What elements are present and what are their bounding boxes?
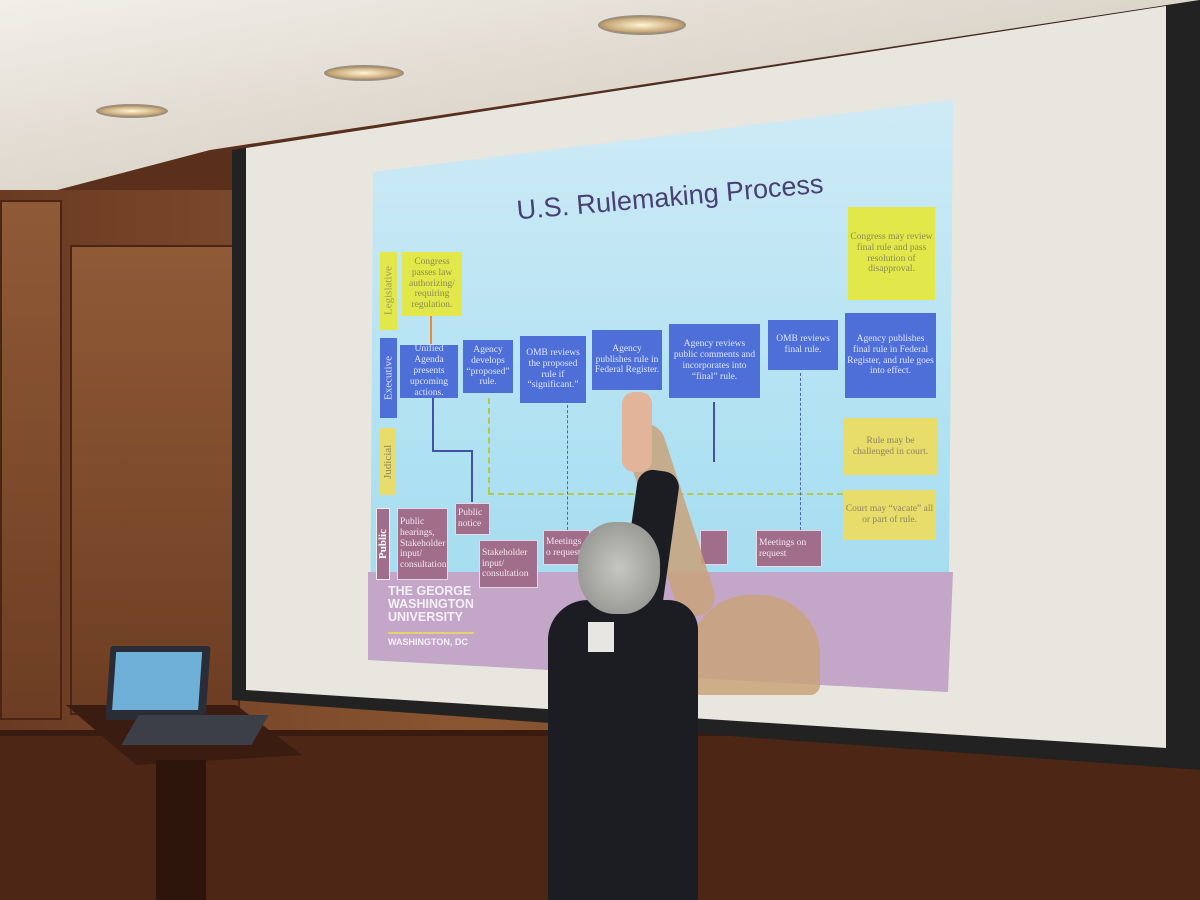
- head-shadow: [690, 595, 820, 695]
- dashed-connector: [488, 398, 490, 493]
- box-unified-agenda: Unified Agenda presents upcoming actions…: [400, 344, 458, 398]
- arrow-connector: [430, 316, 432, 344]
- dashed-connector: [567, 405, 568, 530]
- box-agency-reviews-comments: Agency reviews public comments and incor…: [669, 324, 760, 398]
- box-meetings-hidden: [700, 530, 728, 565]
- box-congress-passes: Congress passes law authorizing/ requiri…: [402, 252, 462, 316]
- logo-line: THE GEORGE: [388, 584, 472, 598]
- logo-line: UNIVERSITY: [388, 610, 464, 625]
- laptop-screen: [112, 652, 203, 710]
- arrow-connector: [471, 450, 473, 502]
- wall-panel: [70, 245, 240, 715]
- presenter-hand: [622, 392, 652, 472]
- box-stakeholder-input: Stakeholder input/ consultation: [479, 540, 538, 588]
- arrow-connector: [432, 450, 472, 452]
- box-public-hearings: Public hearings, Stakeholder input/ cons…: [397, 508, 448, 580]
- logo-location: WASHINGTON, DC: [388, 632, 474, 647]
- laptop: [105, 646, 211, 720]
- box-agency-develops: Agency develops “proposed” rule.: [463, 340, 513, 393]
- box-meetings-on-request: Meetings on request: [756, 530, 822, 567]
- presenter-head: [578, 522, 660, 614]
- laptop-keyboard: [121, 715, 269, 745]
- arrow-connector: [713, 402, 715, 462]
- ceiling-light: [598, 15, 686, 35]
- wall-panel: [0, 200, 62, 720]
- box-agency-publishes: Agency publishes rule in Federal Registe…: [592, 330, 662, 390]
- box-public-notice: Public notice: [455, 503, 490, 535]
- lane-judicial: Judicial: [380, 428, 396, 495]
- presenter-body: [548, 600, 698, 900]
- ceiling-light: [324, 65, 404, 81]
- box-omb-reviews-proposed: OMB reviews the proposed rule if “signif…: [520, 336, 586, 403]
- logo-line: WASHINGTON: [388, 597, 474, 612]
- box-agency-publishes-final: Agency publishes final rule in Federal R…: [845, 313, 936, 398]
- shirt-collar: [588, 622, 614, 652]
- gwu-logo: THE GEORGE WASHINGTON UNIVERSITY WASHING…: [388, 584, 474, 648]
- lane-public: Public: [376, 508, 390, 580]
- dashed-connector: [800, 373, 801, 530]
- lane-executive: Executive: [380, 338, 397, 418]
- box-rule-challenged: Rule may be challenged in court.: [843, 418, 938, 475]
- arrow-connector: [432, 398, 434, 450]
- box-omb-reviews-final: OMB reviews final rule.: [768, 320, 838, 370]
- podium-stand: [156, 760, 206, 900]
- ceiling-light: [96, 104, 168, 118]
- lane-legislative: Legislative: [380, 252, 397, 330]
- box-congress-may-review: Congress may review final rule and pass …: [848, 207, 935, 300]
- box-court-vacate: Court may “vacate” all or part of rule.: [843, 490, 936, 540]
